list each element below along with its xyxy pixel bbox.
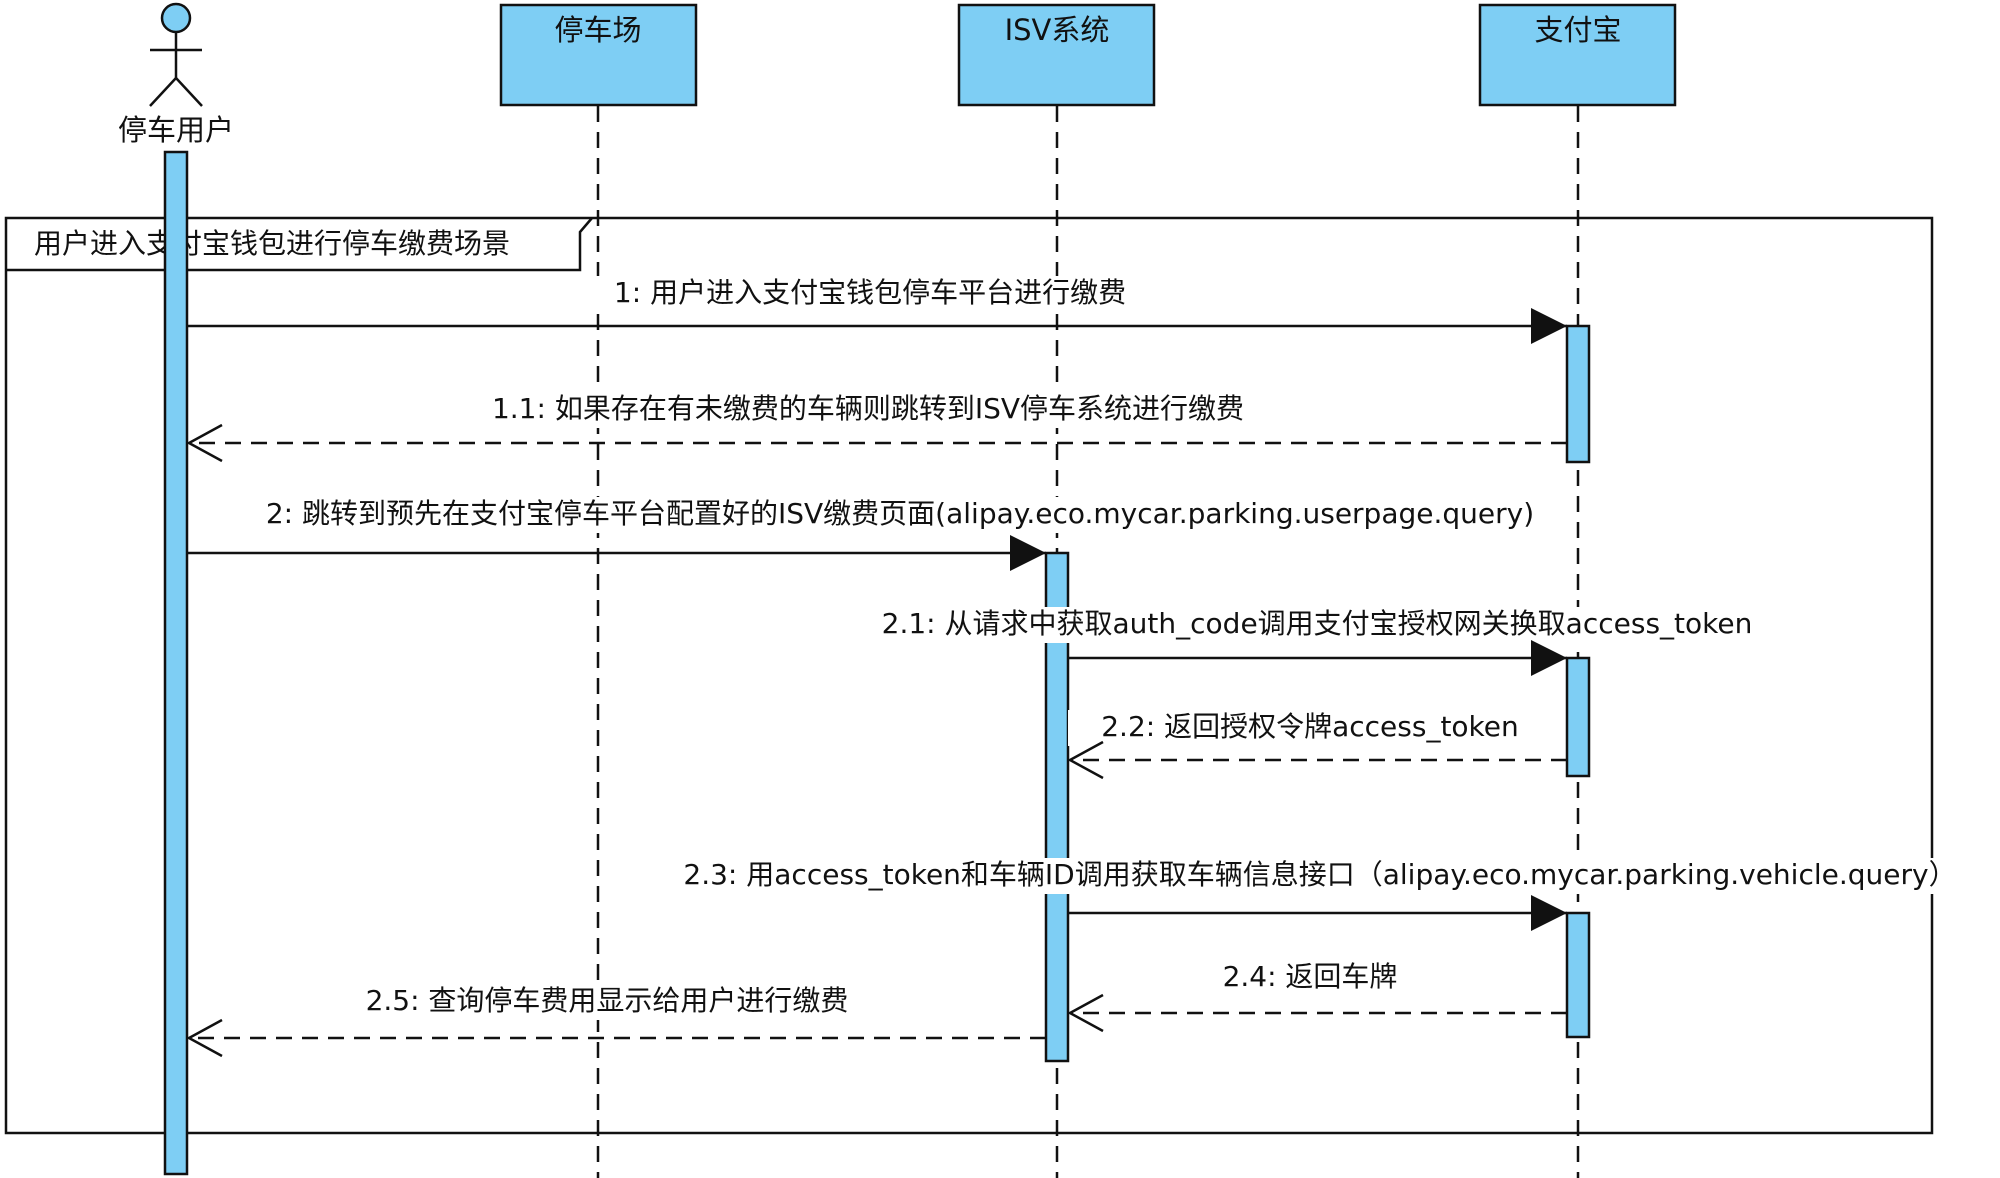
- actor-head: [160, 2, 192, 34]
- activation-alipay-2: [1565, 656, 1591, 778]
- activation-user: [163, 150, 189, 1176]
- participant-parking-label: 停车场: [554, 13, 641, 47]
- activation-alipay-1: [1565, 324, 1591, 464]
- message-2-5-arrowhead: [186, 1018, 223, 1058]
- message-2-4-arrowhead: [1067, 993, 1104, 1033]
- message-2-arrowhead: [1010, 535, 1046, 571]
- fragment-frame: [4, 216, 1934, 1135]
- message-1-1-label: 1.1: 如果存在有未缴费的车辆则跳转到ISV停车系统进行缴费: [492, 392, 1244, 425]
- message-1-label: 1: 用户进入支付宝钱包停车平台进行缴费: [614, 276, 1126, 309]
- activation-alipay-3: [1565, 911, 1591, 1039]
- message-2-2-arrowhead: [1067, 740, 1104, 780]
- message-2-3-label: 2.3: 用access_token和车辆ID调用获取车辆信息接口（alipay…: [683, 858, 1956, 891]
- message-1-arrowhead: [1531, 308, 1567, 344]
- actor-user: 停车用户: [118, 2, 234, 147]
- message-2-label: 2: 跳转到预先在支付宝停车平台配置好的ISV缴费页面(alipay.eco.m…: [266, 497, 1534, 530]
- message-2-5-label: 2.5: 查询停车费用显示给用户进行缴费: [366, 984, 849, 1017]
- participant-alipay-label: 支付宝: [1534, 13, 1621, 47]
- participant-isv: ISV系统: [957, 3, 1156, 107]
- message-2-3-arrowhead: [1531, 895, 1567, 931]
- message-2-2-label: 2.2: 返回授权令牌access_token: [1101, 710, 1519, 743]
- actor-label: 停车用户: [118, 113, 234, 147]
- fragment-label: 用户进入支付宝钱包进行停车缴费场景: [34, 227, 510, 260]
- participant-alipay: 支付宝: [1478, 3, 1677, 107]
- message-2-1-arrowhead: [1531, 640, 1567, 676]
- message-2-4-label: 2.4: 返回车牌: [1223, 960, 1398, 993]
- activation-isv: [1044, 551, 1070, 1063]
- message-1-1-arrowhead: [186, 423, 223, 463]
- participant-parking: 停车场: [499, 3, 698, 107]
- fragment-label-box: [6, 217, 593, 272]
- participant-isv-label: ISV系统: [1005, 13, 1110, 47]
- message-2-1-label: 2.1: 从请求中获取auth_code调用支付宝授权网关换取access_to…: [882, 607, 1753, 640]
